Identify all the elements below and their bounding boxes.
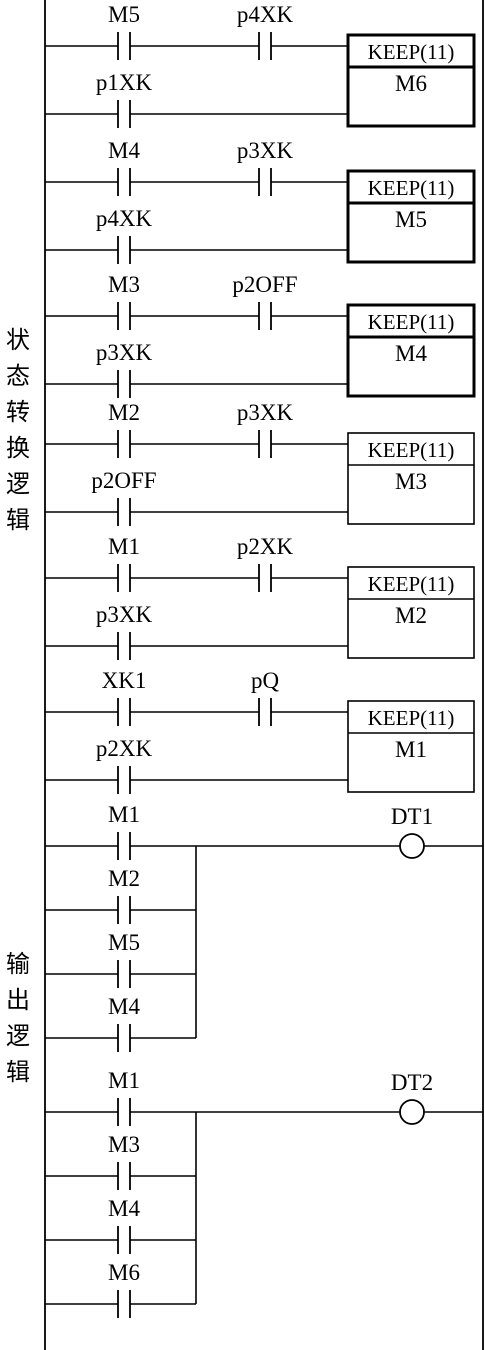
state-rung-3-keep-function: KEEP(11): [368, 310, 455, 334]
output-rung-2-coil: [399, 1099, 425, 1125]
section-char: 状: [6, 326, 30, 354]
state-rung-3-condition-contact-label: p2OFF: [232, 272, 297, 297]
state-rung-4-keep-function: KEEP(11): [368, 438, 455, 462]
output-rung-2-contact-4-label: M6: [108, 1260, 140, 1285]
state-rung-1-keep-box: [346, 33, 476, 128]
section-char: 逻: [6, 1022, 30, 1050]
state-rung-4-keep-coil: M3: [395, 469, 427, 494]
state-rung-2-keep-box: [346, 169, 476, 264]
state-rung-1-keep-function: KEEP(11): [368, 40, 455, 64]
state-rung-2-condition-contact-label: p3XK: [237, 138, 294, 163]
state-rung-2-keep-function: KEEP(11): [368, 176, 455, 200]
output-rung-2-coil-label: DT2: [391, 1070, 433, 1095]
state-rung-2-reset-contact-label: p4XK: [96, 206, 153, 231]
state-rung-6-keep-function: KEEP(11): [368, 706, 455, 730]
state-rung-1-set-contact-label: M5: [108, 2, 140, 27]
output-rung-2-contact-3-label: M4: [108, 1196, 140, 1221]
state-rung-4-keep-box: [347, 432, 475, 525]
output-rung-2-contact-2-label: M3: [108, 1132, 140, 1157]
output-rung-1-contact-1-label: M1: [108, 802, 140, 827]
state-rung-4-condition-contact-label: p3XK: [237, 400, 294, 425]
state-rung-6-keep-box: [347, 700, 475, 793]
state-rung-1-reset-contact-label: p1XK: [96, 70, 153, 95]
output-rung-1-coil: [399, 833, 425, 859]
state-rung-1-condition-contact-label: p4XK: [237, 2, 294, 27]
section-char: 出: [6, 986, 30, 1014]
state-rung-6-condition-contact-label: pQ: [251, 668, 280, 693]
state-rung-5-keep-coil: M2: [395, 603, 427, 628]
state-rung-2-set-contact-label: M4: [108, 138, 140, 163]
state-rung-3-reset-contact-label: p3XK: [96, 340, 153, 365]
state-rung-4-set-contact-label: M2: [108, 400, 140, 425]
section-char: 态: [6, 362, 30, 390]
state-rung-5-keep-box: [347, 566, 475, 659]
output-rung-2-contact-1-label: M1: [108, 1068, 140, 1093]
section-char: 辑: [6, 1058, 30, 1086]
state-rung-4-reset-contact-label: p2OFF: [91, 468, 156, 493]
state-rung-1-keep-coil: M6: [395, 71, 427, 96]
state-rung-5-reset-contact-label: p3XK: [96, 602, 153, 627]
state-rung-5-condition-contact-label: p2XK: [237, 534, 294, 559]
state-rung-3-set-contact-label: M3: [108, 272, 140, 297]
section-label-output-logic: 输 出 逻 辑: [3, 946, 33, 1090]
state-rung-5-keep-function: KEEP(11): [368, 572, 455, 596]
state-rung-3-keep-box: [346, 303, 476, 398]
section-char: 逻: [6, 470, 30, 498]
section-char: 辑: [6, 506, 30, 534]
state-rung-3-keep-coil: M4: [395, 341, 427, 366]
state-rung-6-reset-contact-label: p2XK: [96, 736, 153, 761]
state-rung-2-keep-coil: M5: [395, 207, 427, 232]
output-rung-1-contact-4-label: M4: [108, 994, 140, 1019]
section-char: 输: [6, 950, 30, 978]
output-rung-1-coil-label: DT1: [391, 804, 433, 829]
output-rung-1-contact-3-label: M5: [108, 930, 140, 955]
section-char: 转: [6, 398, 30, 426]
output-rung-1-contact-2-label: M2: [108, 866, 140, 891]
state-rung-5-set-contact-label: M1: [108, 534, 140, 559]
section-char: 换: [6, 434, 30, 462]
section-label-state-transition-logic: 状 态 转 换 逻 辑: [3, 322, 33, 538]
state-rung-6-keep-coil: M1: [395, 737, 427, 762]
state-rung-6-set-contact-label: XK1: [102, 668, 147, 693]
